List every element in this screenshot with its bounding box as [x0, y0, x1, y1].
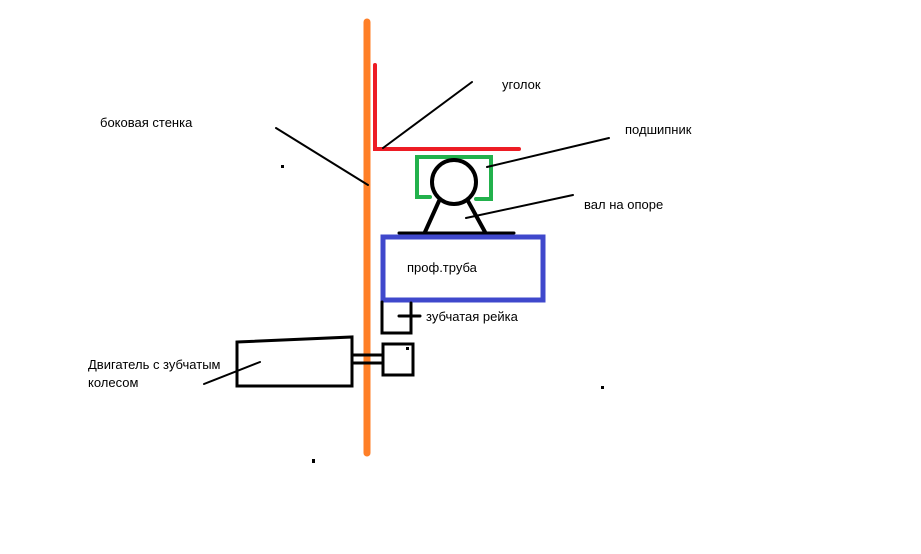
gear-wheel [381, 342, 415, 377]
label-side-wall: боковая стенка [100, 115, 193, 130]
stray-dot [281, 165, 284, 168]
label-motor-line2: колесом [88, 375, 138, 390]
label-rack: зубчатая рейка [426, 309, 519, 324]
rack-box [380, 300, 413, 335]
leader-bearing [486, 137, 610, 168]
label-bearing: подшипник [625, 122, 692, 137]
gear-dot [406, 347, 409, 350]
leader-motor [203, 361, 261, 385]
bearing-housing [415, 155, 493, 201]
support-leg-left [423, 199, 441, 234]
leader-angle [382, 81, 473, 149]
label-profile-tube: проф.труба [407, 260, 478, 275]
angle-bracket [373, 63, 521, 151]
label-angle: уголок [502, 77, 541, 92]
stray-dot [601, 386, 604, 389]
leader-shaft [465, 194, 574, 219]
shaft-circle [430, 158, 478, 206]
profile-tube [380, 234, 546, 303]
motor-body [235, 335, 354, 388]
stray-dot [312, 459, 315, 463]
label-shaft: вал на опоре [584, 197, 663, 212]
leader-side-wall [275, 127, 369, 186]
label-motor-line1: Двигатель с зубчатым [88, 357, 221, 372]
